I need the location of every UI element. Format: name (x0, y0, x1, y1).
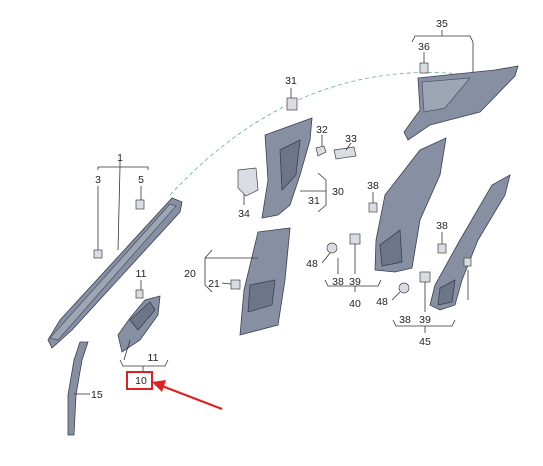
callout-39-a: 39 (349, 276, 361, 288)
callout-32: 32 (316, 124, 328, 136)
callout-33: 33 (345, 133, 357, 145)
clip-39-b (419, 271, 431, 283)
clip-36 (419, 62, 429, 74)
c-pillar-upper (403, 65, 519, 141)
clip-3 (93, 249, 103, 259)
leader-lines (74, 30, 474, 395)
callout-11-lower: 11 (148, 352, 159, 364)
c-pillar-trim-40 (374, 137, 447, 273)
callout-35: 35 (436, 18, 448, 30)
bracket-33 (333, 146, 357, 160)
callout-labels: 1 3 5 11 11 10 15 20 21 31 32 33 34 30 3… (91, 18, 448, 401)
callout-40: 40 (349, 298, 361, 310)
clip-38-c (463, 257, 472, 267)
red-arrow-shaft (161, 384, 223, 411)
callout-31-lower: 31 (308, 195, 320, 207)
red-arrow-head-icon (152, 380, 166, 392)
clip-11 (135, 289, 144, 299)
grommet-48-b (398, 282, 410, 294)
callout-38-d: 38 (399, 314, 411, 326)
callout-39-b: 39 (419, 314, 431, 326)
callout-15: 15 (91, 389, 103, 401)
clip-38-b (437, 243, 447, 254)
callout-10: 10 (135, 375, 147, 387)
callout-36: 36 (418, 41, 430, 53)
callout-45: 45 (419, 336, 431, 348)
highlight-box (126, 371, 153, 390)
belt-guide-34 (237, 167, 259, 197)
callout-38-c: 38 (436, 220, 448, 232)
callout-30: 30 (332, 186, 344, 198)
clip-5 (135, 199, 145, 210)
callout-21: 21 (208, 278, 220, 290)
clip-38-a (368, 202, 378, 213)
callout-5: 5 (138, 174, 144, 186)
callout-48-a: 48 (306, 258, 318, 270)
b-pillar-upper (261, 117, 313, 219)
callout-48-b: 48 (376, 296, 388, 308)
callout-38-b: 38 (332, 276, 344, 288)
callout-11-upper: 11 (136, 268, 147, 280)
callout-38-a: 38 (367, 180, 379, 192)
d-pillar-trim-45 (429, 174, 511, 311)
callout-34: 34 (238, 208, 250, 220)
callout-3: 3 (95, 174, 101, 186)
small-trim-10 (117, 295, 161, 353)
highlight-annotation (126, 371, 223, 411)
clip-21 (230, 279, 241, 290)
screw-32 (315, 145, 327, 157)
callout-20: 20 (184, 268, 196, 280)
b-pillar-lower (239, 227, 291, 336)
callout-1: 1 (117, 152, 123, 164)
grommet-48-a (326, 242, 338, 254)
lower-a-pillar-strip (67, 341, 89, 436)
a-pillar-trim (47, 197, 183, 349)
clip-31 (286, 97, 298, 111)
callout-31-top: 31 (285, 75, 297, 87)
clip-39-a (349, 233, 361, 245)
